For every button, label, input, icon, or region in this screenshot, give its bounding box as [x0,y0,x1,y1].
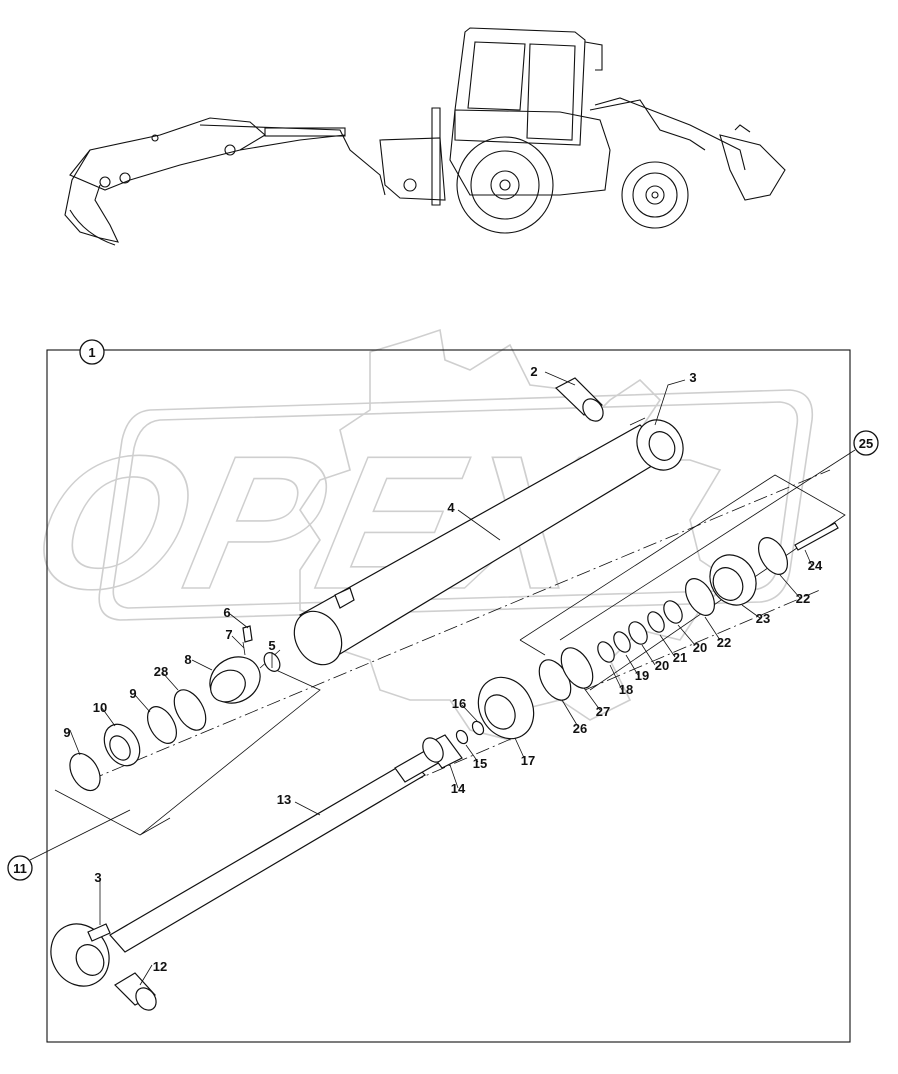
backup-ring-9-lower [69,752,101,792]
label-18: 18 [619,682,633,697]
label-8: 8 [184,652,191,667]
washer-16 [471,720,485,736]
leader-lines [29,371,856,986]
label-21: 21 [673,650,687,665]
o-ring-22-upper [757,537,789,575]
label-24: 24 [808,558,823,573]
bushing-2 [554,377,604,422]
o-ring-28 [173,689,207,731]
label-3-bottom: 3 [94,870,101,885]
ring-18 [597,641,615,663]
backup-ring-9-upper [146,706,178,744]
ring-20-upper [663,600,683,624]
label-27: 27 [596,704,610,719]
label-2: 2 [530,364,537,379]
label-9-lower: 9 [63,725,70,740]
callout-25: 25 [853,430,879,456]
cylinder-barrel [293,417,684,666]
wiper-10 [103,723,141,767]
label-10: 10 [93,700,107,715]
label-22-upper: 22 [796,591,810,606]
label-19: 19 [635,668,649,683]
grease-fitting-6 [242,625,253,643]
label-25: 25 [859,436,873,451]
assembly-callout-number: 1 [88,345,95,360]
label-20-upper: 20 [693,640,707,655]
piston-rod [50,747,441,987]
label-7: 7 [225,627,232,642]
label-12: 12 [153,959,167,974]
label-14: 14 [451,781,466,796]
callout-11: 11 [7,855,33,881]
label-6: 6 [223,605,230,620]
seal-kit-bracket-25 [519,474,846,691]
gland-8 [209,656,261,704]
nut-15 [455,729,469,745]
seal-kit-bracket-11 [54,649,321,836]
label-15: 15 [473,756,487,771]
seal-27 [560,647,594,689]
part-labels: 2 3 4 5 6 7 8 28 9 10 9 13 3 12 14 15 16… [63,364,823,974]
backhoe-loader-illustration [64,27,786,246]
label-13: 13 [277,792,291,807]
label-22-lower: 22 [717,635,731,650]
label-9-upper: 9 [129,686,136,701]
label-11: 11 [13,861,27,876]
piston-head-23 [709,554,757,606]
pin-24 [794,522,839,551]
assembly-frame [46,349,851,1043]
bushing-14 [422,734,463,769]
bushing-12 [114,972,157,1011]
ring-21 [647,611,665,633]
ball-7 [242,641,246,656]
ring-20-lower [628,621,648,645]
label-3-top: 3 [689,370,696,385]
label-26: 26 [573,721,587,736]
label-23: 23 [756,611,770,626]
piston-17 [477,676,535,740]
label-4: 4 [447,500,455,515]
label-5: 5 [268,638,275,653]
o-ring-22-lower [684,578,716,616]
assembly-callout [79,339,105,365]
label-16: 16 [452,696,466,711]
cylinder-centerline [89,469,831,831]
watermark-badge [98,389,814,621]
watermark-logo: OPEX [16,328,814,741]
label-17: 17 [521,753,535,768]
label-28: 28 [154,664,168,679]
ring-19 [613,631,631,653]
label-20-lower: 20 [655,658,669,673]
